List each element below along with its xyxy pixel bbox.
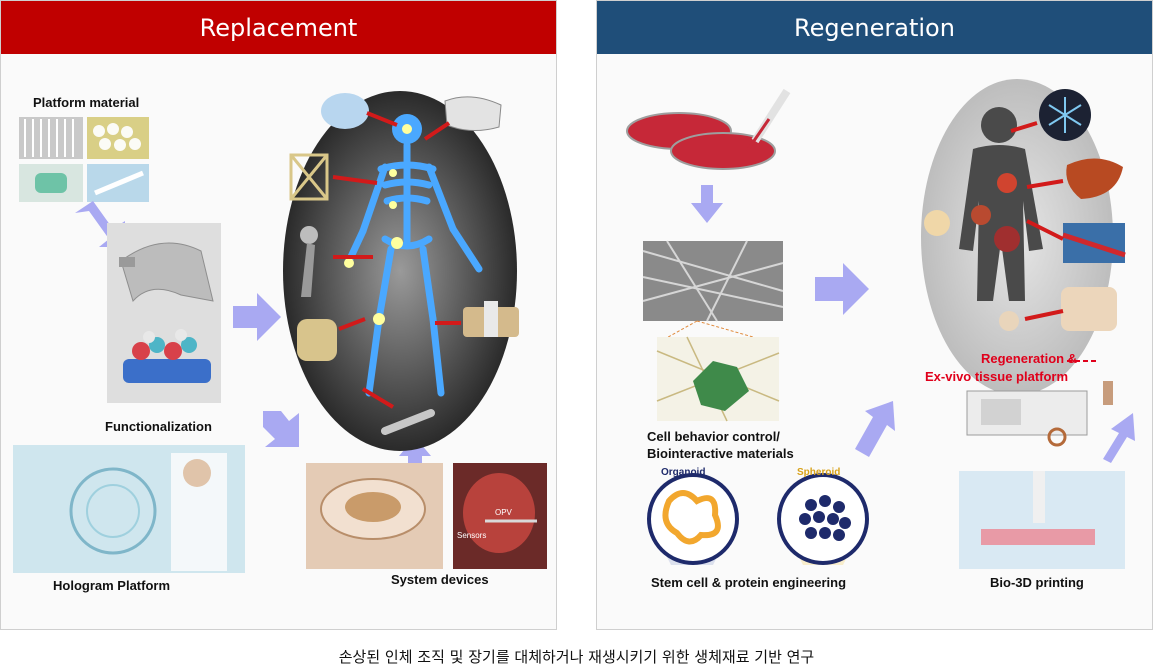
organoid-diagram [647,473,739,565]
regeneration-panel: Regeneration [596,0,1153,630]
bio-3d-printing-label: Bio-3D printing [990,575,1084,590]
platform-material-label: Platform material [33,95,140,110]
replacement-illustration: OPV Sensors [13,91,547,573]
molecule-surface [123,329,211,383]
hip-implant [300,226,318,297]
cell-behavior-label-1: Cell behavior control/ [647,429,780,444]
regeneration-header: Regeneration [597,1,1152,54]
regeneration-label-2: Ex-vivo tissue platform [925,369,1069,384]
skeleton-figure [345,114,483,397]
dental-implant [444,96,502,131]
skull-implant [321,93,369,129]
replacement-header: Replacement [1,1,556,54]
replacement-panel: Replacement [0,0,557,630]
regeneration-illustration: Organoid Spheroid [626,79,1135,569]
organoid-text: Organoid [661,467,705,478]
cell-on-fibers [656,336,780,422]
functionalization-label: Functionalization [105,419,212,434]
spheroid-text: Spheroid [797,467,840,478]
stent-implant [289,153,329,201]
sensors-text: Sensors [457,531,486,540]
arrow-down-to-fibers [691,185,723,223]
plate-implant [381,409,435,435]
system-devices-label: System devices [391,572,489,587]
red-pointer-arrows-right [1010,121,1064,321]
hologram-platform-label: Hologram Platform [53,578,171,593]
knee-icon [1061,287,1117,331]
red-pointer-arrows [332,111,461,409]
liver-icon [1066,158,1123,199]
stem-cell-label: Stem cell & protein engineering [651,575,847,590]
body-oval [283,91,517,451]
beads-material-thumb [87,117,149,159]
human-silhouette [959,107,1043,301]
figure-caption: 손상된 인체 조직 및 장기를 대체하거나 재생시키기 위한 생체재료 기반 연… [338,648,815,666]
arrow-from-printing [1103,413,1135,463]
arrow-to-devices [263,411,299,447]
organ-highlights [971,173,1020,331]
regeneration-title: Regeneration [794,13,955,42]
opv-text: OPV [495,508,513,517]
replacement-title: Replacement [199,13,358,42]
bone-screw-implant [463,301,519,337]
petri-dishes [626,88,791,170]
cell-behavior-label-2: Biointeractive materials [647,446,794,461]
arrow-up-from-spheroid [855,401,895,457]
regeneration-label-1: Regeneration & [981,351,1078,366]
arrow-to-body [815,263,869,315]
bone-icon [924,210,950,236]
knee-implant [297,319,337,361]
arrow-to-skeleton [233,293,281,341]
